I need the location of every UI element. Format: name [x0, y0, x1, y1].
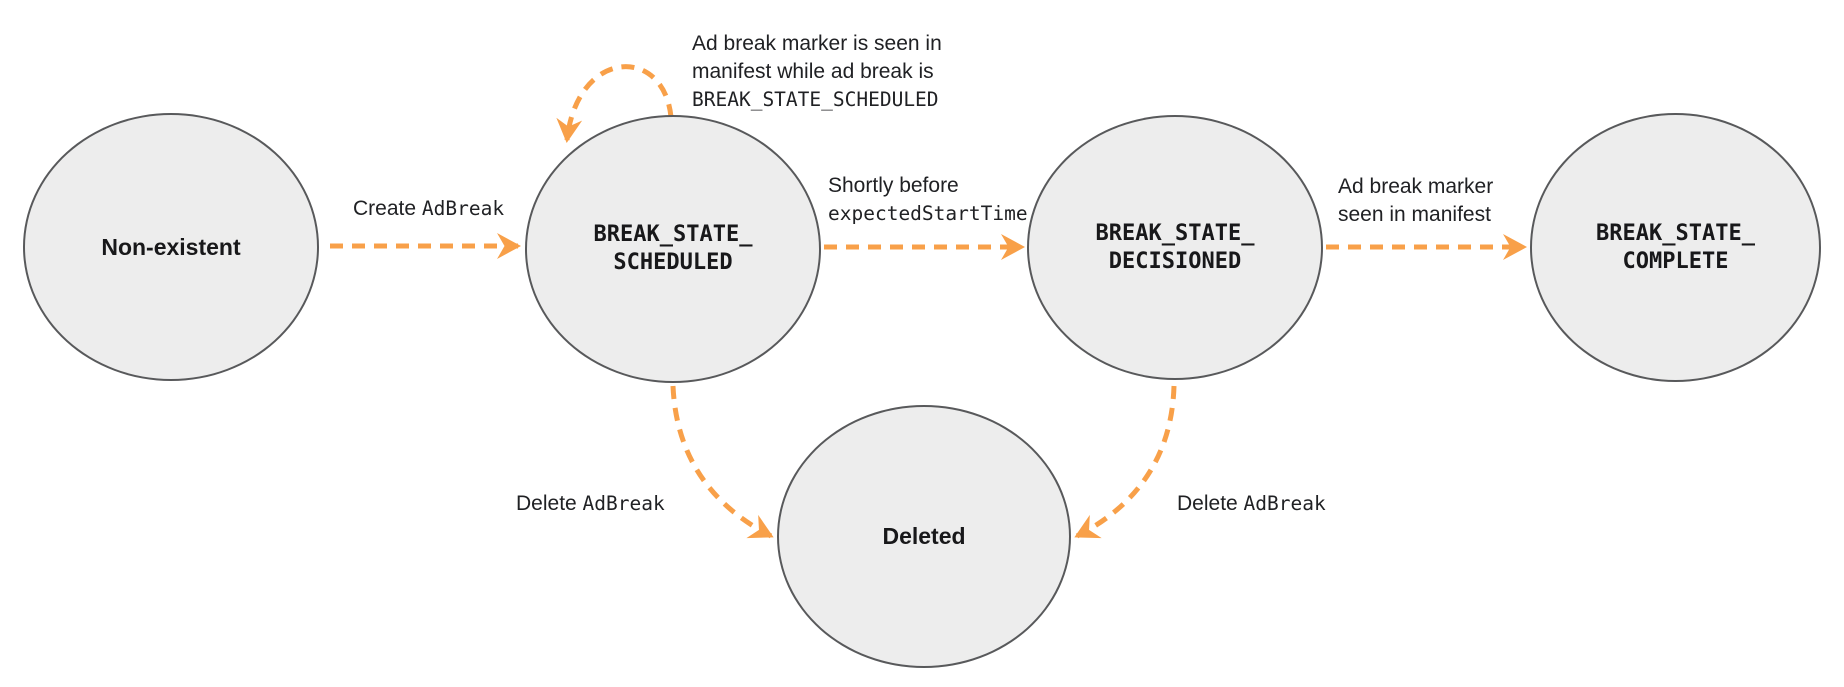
state-label-line1: BREAK_STATE_ — [593, 222, 753, 247]
edge-label-text: manifest while ad break is — [692, 60, 934, 83]
edge-label-scheduled-self-loop: Ad break marker is seen in manifest whil… — [692, 30, 942, 114]
state-node-non-existent: Non-existent — [23, 113, 319, 381]
state-label-line1: BREAK_STATE_ — [1095, 220, 1255, 246]
edge-label-code-text: expectedStartTime — [828, 202, 1028, 225]
state-label-non-existent: Non-existent — [101, 233, 241, 260]
state-node-deleted: Deleted — [777, 405, 1071, 668]
edge-label-text: Delete — [516, 492, 583, 515]
state-label-line2: COMPLETE — [1622, 248, 1729, 274]
state-label-line2: SCHEDULED — [613, 250, 733, 275]
edge-label-text: Delete — [1177, 492, 1244, 515]
state-label-break-state-decisioned: BREAK_STATE_ DECISIONED — [1096, 220, 1255, 276]
edge-label-delete-from-decisioned: Delete AdBreak — [1177, 490, 1326, 518]
arrow-delete-from-decisioned — [1074, 385, 1177, 539]
edge-label-create-adbreak: Create AdBreak — [353, 195, 504, 223]
edge-label-text: Ad break marker — [1338, 175, 1494, 198]
state-node-break-state-decisioned: BREAK_STATE_ DECISIONED — [1027, 115, 1323, 380]
edge-label-text: Ad break marker is seen in — [692, 32, 942, 55]
edge-label-shortly-before: Shortly before expectedStartTime — [828, 172, 1028, 228]
edge-label-text: Shortly before — [828, 174, 959, 197]
edge-label-text: seen in manifest — [1338, 203, 1491, 226]
state-label-break-state-scheduled: BREAK_STATE_ SCHEDULED — [594, 221, 753, 277]
state-label-line1: BREAK_STATE_ — [1596, 220, 1755, 246]
edge-label-code-text: BREAK_STATE_SCHEDULED — [692, 88, 939, 111]
edge-label-marker-seen: Ad break marker seen in manifest — [1338, 173, 1493, 229]
edge-label-code-text: AdBreak — [421, 197, 505, 220]
edge-label-code-text: AdBreak — [1243, 492, 1326, 515]
state-label-line2: DECISIONED — [1108, 248, 1242, 274]
state-label-break-state-complete: BREAK_STATE_ COMPLETE — [1596, 220, 1755, 276]
state-node-break-state-complete: BREAK_STATE_ COMPLETE — [1530, 113, 1821, 382]
edge-label-text: Create — [353, 197, 422, 220]
arrow-delete-from-scheduled — [670, 385, 774, 539]
state-node-break-state-scheduled: BREAK_STATE_ SCHEDULED — [525, 115, 821, 383]
state-label-deleted: Deleted — [882, 523, 966, 549]
edge-label-code-text: AdBreak — [582, 492, 665, 515]
edge-label-delete-from-scheduled: Delete AdBreak — [516, 490, 665, 518]
